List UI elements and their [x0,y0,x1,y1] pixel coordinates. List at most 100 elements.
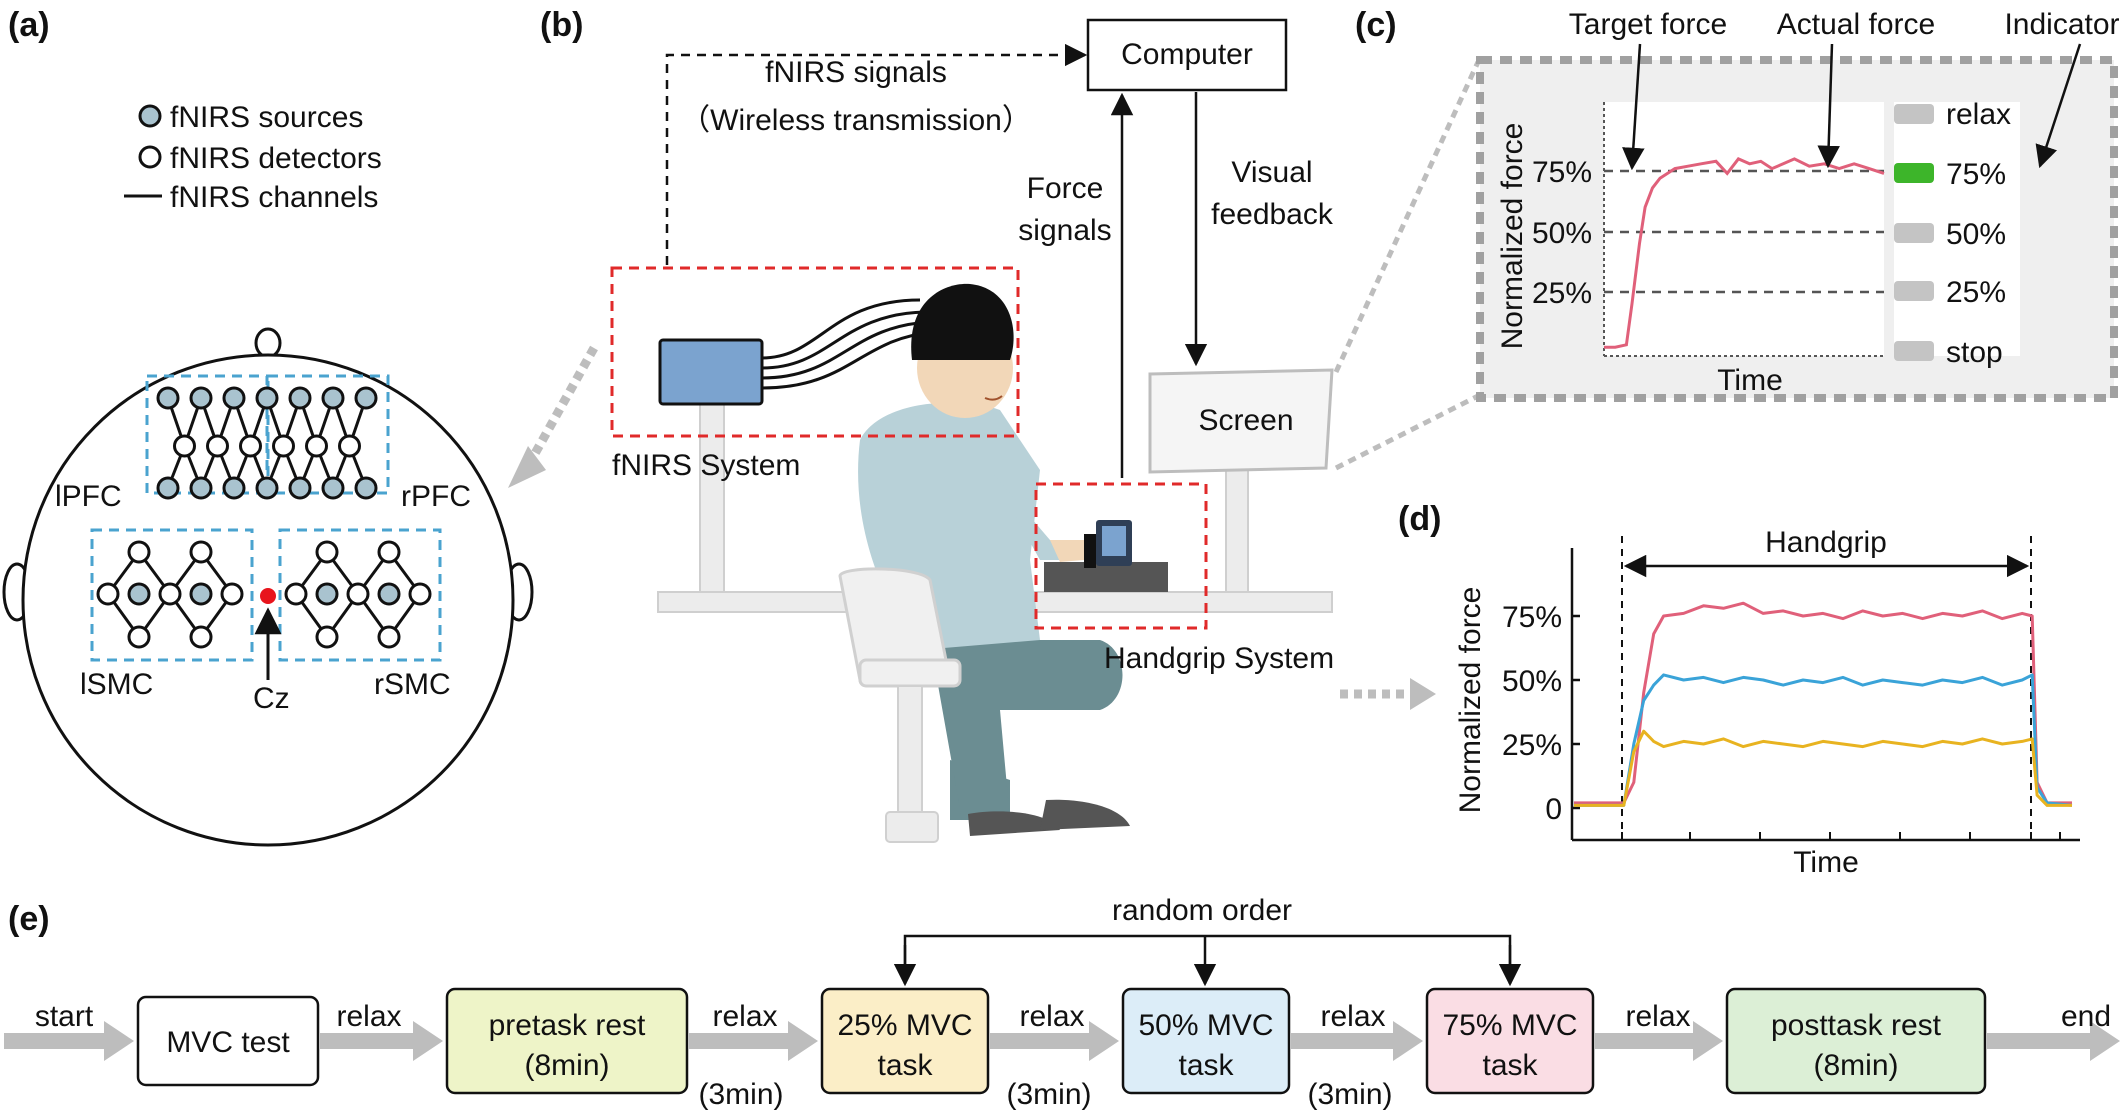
detector-probe-icon [127,625,151,649]
region-box-lsmc [90,528,254,662]
detector-probe-icon [189,540,213,564]
d-ytick-25: 25% [1502,729,1562,762]
d-ytick-50: 50% [1502,665,1562,698]
handgrip-display [1102,526,1126,556]
rest-3min-label-1: (3min) [698,1078,783,1111]
box-25-mvc-line1: 25% MVC [837,1009,972,1042]
chair-back [838,567,952,682]
fnirs-cap [911,283,1014,360]
detector-probe-icon [346,582,370,606]
flow-arrow-head [413,1021,443,1061]
indicator-light-stop [1894,341,1934,361]
computer-box [1086,18,1288,92]
detector-probe-icon [189,625,213,649]
zoom-line-top [1333,60,1481,374]
source-probe-icon [321,386,345,410]
indicator-relax: relax [1946,98,2011,131]
cz-marker [260,588,276,604]
fnirs-signal-arrow [665,43,1088,265]
force-series-line [1574,673,2073,807]
flow-arrow-head [788,1021,818,1061]
fnirs-system-label: fNIRS System [612,449,800,482]
force-series-line [1574,601,2072,805]
detector-probe-icon [284,582,308,606]
legend-channels: fNIRS channels [170,181,378,214]
detector-probe-icon [338,434,361,458]
box-25-mvc [820,987,990,1095]
box-25-mvc-line2: task [877,1049,933,1082]
flow-arrow-head [1089,1021,1119,1061]
detector-probe-icon [272,434,295,458]
box-pretask-rest-line1: pretask rest [489,1009,646,1042]
c-ytick-25: 25% [1532,277,1592,310]
legend-detectors: fNIRS detectors [170,142,382,175]
c-ytick-75: 75% [1532,156,1592,189]
flow-arrow-shaft [1291,1033,1397,1049]
source-probe-icon [354,386,378,410]
fnirs-to-head-connector [524,345,598,469]
detector-probe-icon [220,582,244,606]
region-label-lpfc: lPFC [55,480,122,513]
fnirs-to-head-arrowhead [508,446,546,488]
zoom-line-bottom [1334,393,1480,471]
flow-arrow-head [2090,1021,2120,1061]
wireless-label: （Wireless transmission） [680,104,1032,137]
panel-c: 75% 50% 25% Normalized force Time relax … [1476,8,2120,402]
detector-legend-icon [138,145,162,169]
flow-arrow-shaft [4,1033,108,1049]
indicator-stop: stop [1946,336,2003,369]
source-probe-icon [156,386,180,410]
person-mouth [984,395,1003,401]
detector-probe-icon [127,540,151,564]
flow-arrow-shaft [689,1033,792,1049]
flow-arrow-head [1693,1021,1723,1061]
visual-label-2: feedback [1211,198,1334,231]
indicator-50: 50% [1946,218,2006,251]
source-probe-icon [315,582,339,606]
actual-force-arrow [1817,43,1840,169]
c-ylabel: Normalized force [1496,123,1529,350]
box-75-mvc [1425,987,1595,1095]
legend: fNIRS sources fNIRS detectors fNIRS chan… [124,101,382,214]
d-ytick-0: 0 [1545,793,1562,826]
c-ytick-50: 50% [1532,217,1592,250]
detector-probe-icon [377,540,401,564]
indicator-light-75 [1894,163,1934,183]
handgrip-system-label: Handgrip System [1104,642,1334,675]
nose-icon [254,327,282,359]
source-probe-icon [354,476,378,500]
detector-probe-icon [408,582,432,606]
source-probe-icon [189,476,213,500]
d-series [1574,601,2073,807]
panel-e: random order start end relax relax relax… [4,894,2120,1111]
screen-label: Screen [1198,404,1293,437]
detector-probe-icon [96,582,120,606]
actual-force-annotation: Actual force [1777,8,1935,41]
random-order-label: random order [1112,894,1292,927]
source-probe-icon [288,476,312,500]
legend-sources: fNIRS sources [170,101,363,134]
indicator-light-25 [1894,281,1934,301]
box-50-mvc [1121,987,1291,1095]
cz-label: Cz [253,682,290,715]
handgrip-base [1044,562,1168,592]
d-title: Handgrip [1765,526,1887,559]
detector-probe-icon [158,582,182,606]
visual-label-1: Visual [1231,156,1312,189]
indicator-arrow [2035,43,2082,169]
d-ytick-75: 75% [1502,601,1562,634]
source-probe-icon [189,582,213,606]
panel-label-c: (c) [1355,6,1397,44]
target-force-annotation: Target force [1569,8,1727,41]
computer-label: Computer [1121,38,1253,71]
start-label: start [35,1000,94,1033]
relax-label-4: relax [1320,1000,1385,1033]
screen-stand [1225,469,1249,593]
detector-probe-icon [206,434,229,458]
indicator-annotation: Indicator [2004,8,2119,41]
source-probe-icon [288,386,312,410]
panel-d: 75% 50% 25% 0 Normalized force Time Hand… [1454,526,2080,879]
box-posttask-rest-line2: (8min) [1813,1049,1898,1082]
box-mvc-test-label: MVC test [166,1026,290,1059]
